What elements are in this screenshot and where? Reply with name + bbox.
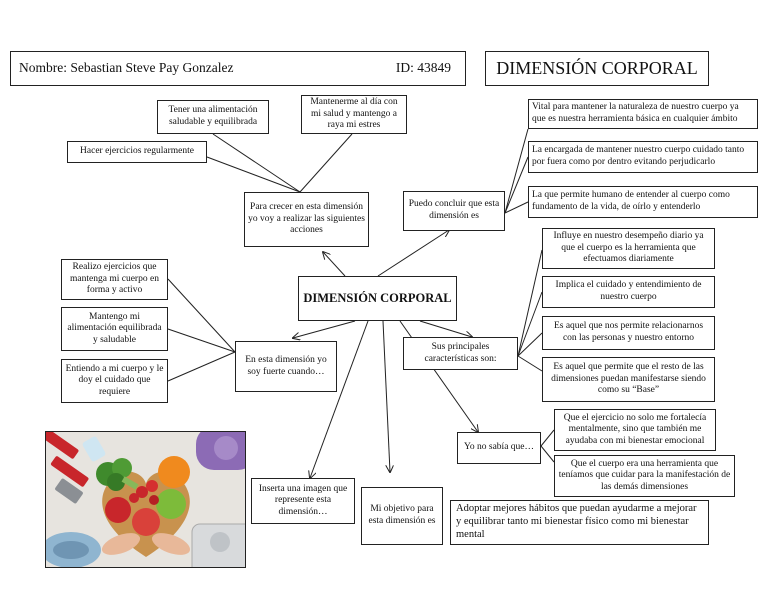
center-node: DIMENSIÓN CORPORAL <box>298 276 457 321</box>
grow-node: Para crecer en esta dimensión yo voy a r… <box>244 192 369 247</box>
didnt-know-item: Que el ejercicio no solo me fortalecía m… <box>554 409 716 451</box>
didnt-know-item: Que el cuerpo era una herramienta que te… <box>554 455 735 497</box>
name-id-bar: Nombre: Sebastian Steve Pay Gonzalez ID:… <box>10 51 466 86</box>
strong-item: Entiendo a mi cuerpo y le doy el cuidado… <box>61 359 168 403</box>
features-item: Es aquel que nos permite relacionarnos c… <box>542 316 715 350</box>
conclude-item: La que permite humano de entender al cue… <box>528 186 758 218</box>
arrow-to-conclude <box>377 230 449 277</box>
conclude-item: La encargada de mantener nuestro cuerpo … <box>528 141 758 173</box>
features-item: Influye en nuestro desempeño diario ya q… <box>542 228 715 269</box>
objective-answer: Adoptar mejores hábitos que puedan ayuda… <box>450 500 709 545</box>
page-title: DIMENSIÓN CORPORAL <box>485 51 709 86</box>
features-node: Sus principales características son: <box>403 337 518 370</box>
grow-item: Tener una alimentación saludable y equil… <box>157 100 269 134</box>
arrow-to-features <box>419 320 472 337</box>
objective-node: Mi objetivo para esta dimensión es <box>361 487 443 545</box>
strong-node: En esta dimensión yo soy fuerte cuando… <box>235 341 337 392</box>
conclude-node: Puedo concluir que esta dimensión es <box>403 191 505 231</box>
arrow-to-image <box>310 320 369 478</box>
strong-item: Mantengo mi alimentación equilibrada y s… <box>61 307 168 351</box>
image-prompt-node: Inserta una imagen que represente esta d… <box>251 478 355 524</box>
arrow-to-objective <box>382 320 390 472</box>
features-item: Implica el cuidado y entendimiento de nu… <box>542 276 715 308</box>
strong-item: Realizo ejercicios que mantenga mi cuerp… <box>61 259 168 300</box>
student-name: Nombre: Sebastian Steve Pay Gonzalez <box>19 60 234 76</box>
healthy-food-image <box>45 431 246 568</box>
conclude-item: Vital para mantener la naturaleza de nue… <box>528 99 758 129</box>
arrow-to-grow <box>323 252 346 277</box>
features-item: Es aquel que permite que el resto de las… <box>542 357 715 402</box>
arrow-to-strong <box>293 320 356 338</box>
grow-item: Mantenerme al día con mi salud y manteng… <box>301 95 407 134</box>
didnt-know-node: Yo no sabía que… <box>457 432 541 464</box>
student-id: ID: 43849 <box>395 60 451 76</box>
grow-item: Hacer ejercicios regularmente <box>67 141 207 163</box>
